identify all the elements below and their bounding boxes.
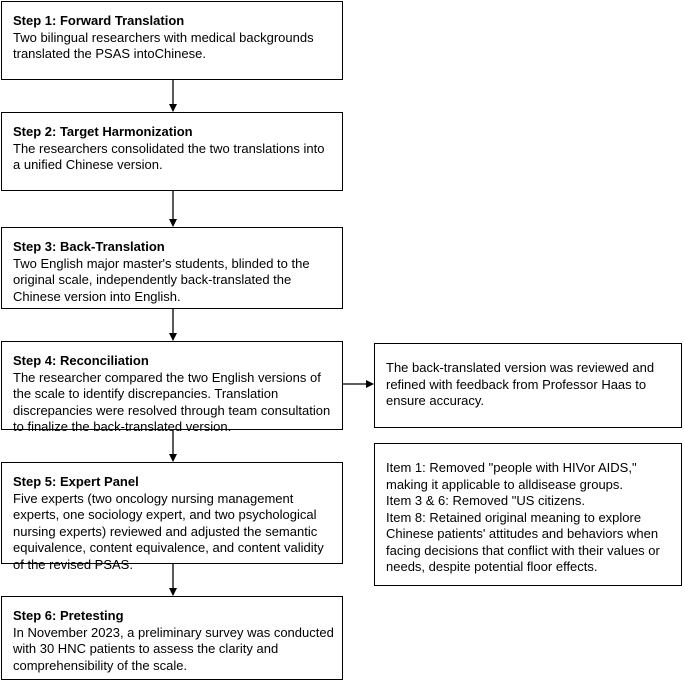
step-5-box: Step 5: Expert Panel Five experts (two o… [1, 462, 343, 572]
step-3-box: Step 3: Back-Translation Two English maj… [1, 227, 343, 309]
step-3-text: Two English major master's students, bli… [13, 255, 310, 304]
step-6-text: In November 2023, a preliminary survey w… [13, 624, 334, 673]
step-2-box: Step 2: Target Harmonization The researc… [1, 112, 343, 191]
step-6-box: Step 6: Pretesting In November 2023, a p… [1, 596, 343, 680]
expert-items-box: Item 1: Removed "people with HIVor AIDS,… [374, 443, 682, 586]
step-6-title: Step 6: Pretesting [13, 608, 124, 623]
step-1-title: Step 1: Forward Translation [13, 13, 185, 28]
step-4-text: The researcher compared the two English … [13, 369, 331, 435]
reconciliation-note-text: The back-translated version was reviewed… [386, 360, 655, 408]
reconciliation-note-box: The back-translated version was reviewed… [374, 343, 682, 428]
step-2-text: The researchers consolidated the two tra… [13, 140, 325, 173]
step-4-title: Step 4: Reconciliation [13, 353, 149, 368]
step-1-text: Two bilingual researchers with medical b… [13, 29, 314, 62]
expert-item-2: Item 3 & 6: Removed "US citizens. [386, 493, 585, 508]
step-3-title: Step 3: Back-Translation [13, 239, 165, 254]
step-5-text: Five experts (two oncology nursing manag… [13, 490, 324, 572]
expert-item-1: Item 1: Removed "people with HIVor AIDS,… [386, 460, 637, 492]
expert-item-3: Item 8: Retained original meaning to exp… [386, 509, 660, 575]
step-2-title: Step 2: Target Harmonization [13, 124, 193, 139]
step-1-box: Step 1: Forward Translation Two bilingua… [1, 1, 343, 80]
step-5-title: Step 5: Expert Panel [13, 474, 139, 489]
step-4-box: Step 4: Reconciliation The researcher co… [1, 341, 343, 434]
